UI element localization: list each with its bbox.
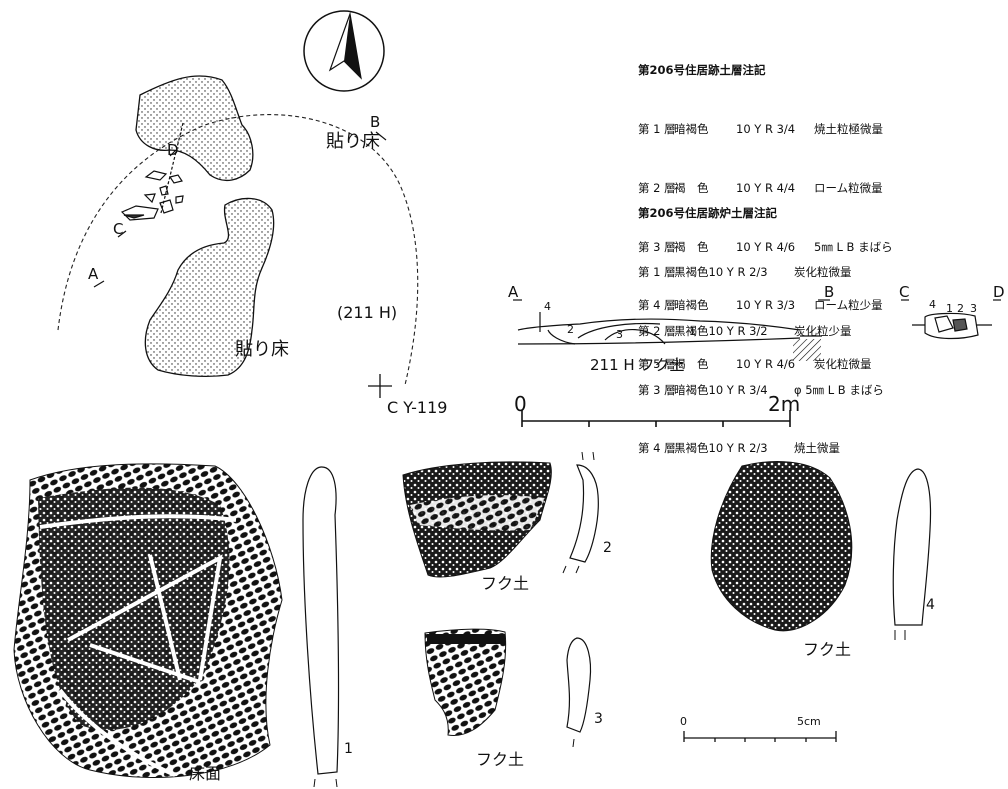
section-ab-layer-3: 3 [616,328,623,341]
sherd-3-caption: フク土 [476,750,525,769]
plan-mark-d: D [167,141,179,159]
north-arrow-icon [303,10,385,92]
scale-bar-5cm [683,731,837,742]
section-ab-right: B [824,283,835,301]
plan-mark-b: B [370,113,381,131]
sherd-3-rubbing [424,628,507,737]
legend-hearth-title: 第206号住居跡炉土層注記 [638,206,778,221]
section-cd-profile [901,299,1001,340]
sherd-2-caption: フク土 [481,574,530,593]
house-outline [57,114,419,386]
section-ab-layer-4: 4 [544,300,551,313]
floor-label-upper: 貼り床 [326,131,380,152]
sherd-4-break-marks [894,630,906,640]
sherd-1-number: 1 [344,741,353,757]
scale-2m-end: 2m [768,392,801,416]
sherd-4-rubbing [710,461,853,632]
grid-point-label: C Y-119 [387,398,448,417]
sherd-2-break-marks [562,451,595,574]
legend-soil-title: 第206号住居跡土層注記 [638,63,766,78]
hearth-stones [120,170,184,221]
scale-2m-start: 0 [514,392,527,416]
plan-mark-c: C [113,220,124,238]
section-ab-layer-2: 2 [567,323,574,336]
sherd-3-number: 3 [594,711,603,727]
section-lines [93,122,387,288]
sherd-4-caption: フク土 [803,640,852,659]
sherd-2-number: 2 [603,540,612,556]
section-cd-layer-4: 4 [929,298,936,311]
section-cd-layer-2: 2 [957,302,964,315]
sherd-4-number: 4 [926,597,935,613]
section-cd-left: C [899,283,910,301]
section-ab-left: A [508,283,519,301]
section-cd-layer-3: 3 [970,302,977,315]
sherd-3-break-marks [572,738,575,748]
plan-mark-a: A [88,265,99,283]
floor-patch-lower [144,197,275,378]
sherd-2-profile [569,464,599,563]
scale-5cm-end: 5cm [797,715,821,728]
sherd-4-profile [892,468,932,626]
section-ab-caption: 211 H フク土 [590,356,685,374]
sherd-1-rubbing [13,463,283,778]
sherd-2-rubbing [402,461,552,578]
house-label: (211 H) [337,303,398,322]
scale-5cm-start: 0 [680,715,687,728]
section-cd-layer-1: 1 [946,302,953,315]
floor-label-lower: 貼り床 [235,339,289,360]
sherd-1-profile [302,466,340,775]
grid-point-marker [368,374,392,398]
section-ab-layer-1: 1 [689,325,696,338]
scale-bar-2m [521,410,791,427]
sherd-1-caption: 床面 [189,764,222,783]
sherd-3-profile [566,637,592,733]
sherd-1-break-marks [313,778,338,788]
section-cd-right: D [993,283,1005,301]
floor-patch-upper [135,75,254,182]
section-ab-profile [513,299,830,361]
